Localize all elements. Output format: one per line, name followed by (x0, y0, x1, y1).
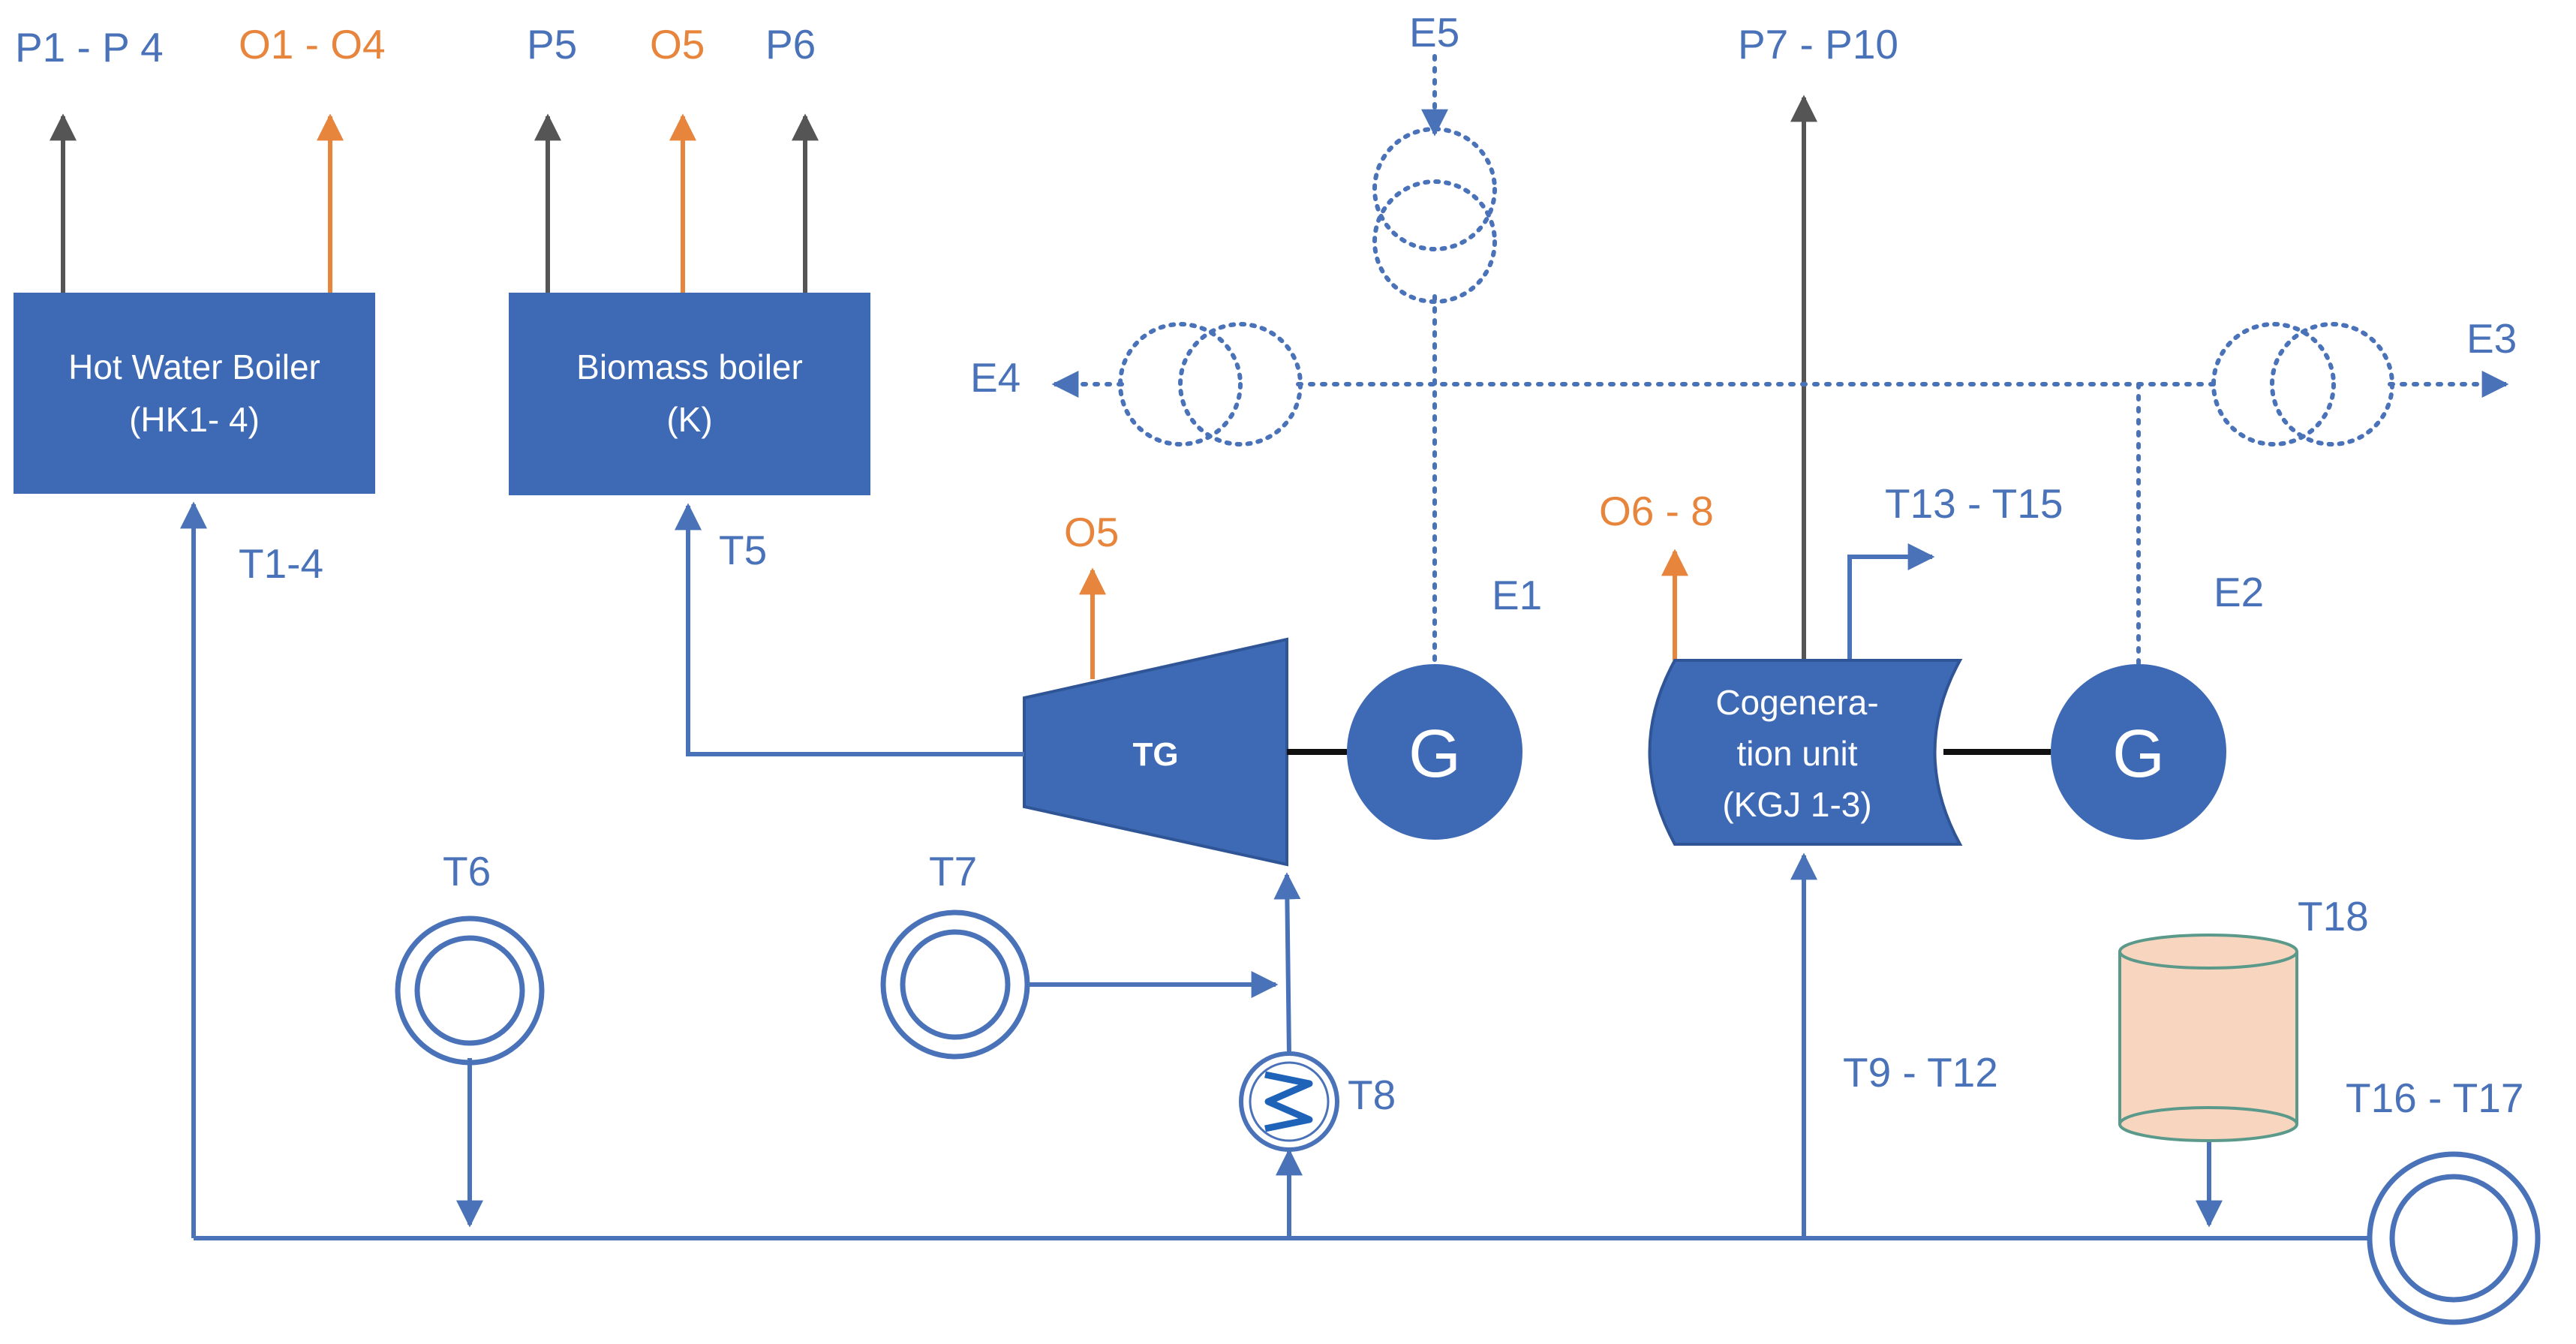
label-o1-o4: O1 - O4 (239, 21, 386, 68)
label-t6: T6 (443, 848, 491, 894)
generator-left-label: G (1408, 717, 1461, 792)
label-p6: P6 (765, 21, 816, 68)
t13-t15-output-arrow (1847, 543, 1935, 660)
label-e1: E1 (1492, 572, 1542, 618)
label-p1-p4: P1 - P 4 (15, 24, 164, 71)
source-t16-t17 (2367, 1151, 2541, 1325)
biomass-boiler (509, 293, 870, 495)
cogeneration-label-3: (KGJ 1-3) (1722, 785, 1871, 824)
label-t7: T7 (929, 848, 977, 894)
label-t5: T5 (719, 527, 767, 573)
label-t16-t17: T16 - T17 (2346, 1075, 2523, 1121)
heat-exchanger-t8 (1239, 1051, 1339, 1152)
label-e2: E2 (2214, 569, 2264, 615)
label-e5: E5 (1409, 9, 1459, 56)
label-o5-top: O5 (650, 21, 705, 68)
transformer-e5 (1372, 127, 1497, 304)
biomass-boiler-label: Biomass boiler (576, 347, 803, 386)
turbine-label: TG (1132, 736, 1178, 773)
biomass-boiler-id: (K) (666, 400, 712, 439)
label-p5: P5 (527, 21, 577, 68)
cogeneration-label-2: tion unit (1736, 734, 1857, 773)
transformer-e4 (1118, 322, 1303, 446)
source-t6 (395, 916, 545, 1066)
label-t9-t12: T9 - T12 (1843, 1049, 1998, 1096)
hot-water-boiler-id: (HK1- 4) (129, 400, 260, 439)
storage-tank-t18 (2118, 934, 2298, 1142)
label-p7-p10: P7 - P10 (1738, 21, 1898, 68)
transformer-e3 (2211, 322, 2394, 446)
hot-water-boiler (14, 293, 375, 494)
label-t13-t15: T13 - T15 (1885, 480, 2063, 527)
label-e3: E3 (2466, 315, 2517, 362)
label-o6-8: O6 - 8 (1599, 488, 1714, 534)
source-t7 (880, 910, 1030, 1060)
label-e4: E4 (970, 354, 1020, 401)
generator-right (2051, 664, 2226, 840)
label-t8: T8 (1348, 1072, 1396, 1118)
label-t1-4: T1-4 (239, 540, 323, 587)
turbine-tg (1023, 637, 1288, 867)
generator-left (1347, 664, 1522, 840)
generator-right-label: G (2112, 717, 2165, 792)
cogeneration-unit (1648, 659, 1963, 846)
label-o5-turbine: O5 (1064, 509, 1119, 555)
label-t18: T18 (2298, 893, 2369, 940)
hot-water-boiler-label: Hot Water Boiler (68, 347, 320, 386)
cogeneration-label-1: Cogenera- (1715, 683, 1878, 722)
t8-to-turbine (1273, 872, 1301, 1055)
t5-supply (675, 503, 1024, 756)
